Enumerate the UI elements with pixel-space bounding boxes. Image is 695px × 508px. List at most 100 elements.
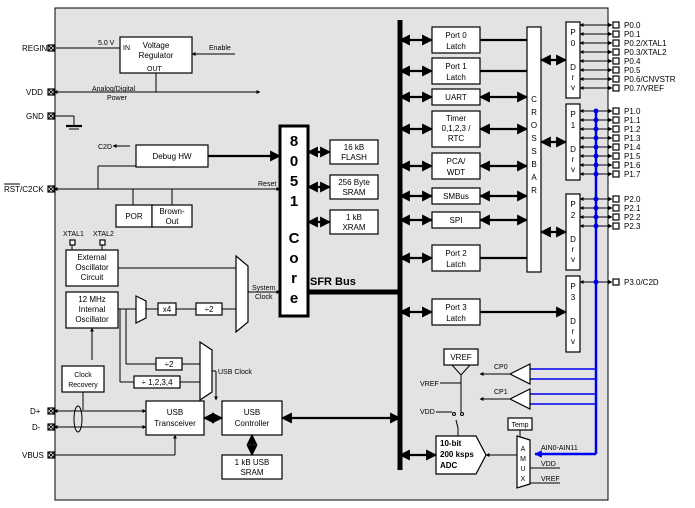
- svg-text:P2.0: P2.0: [624, 195, 641, 204]
- svg-text:Voltage: Voltage: [143, 41, 170, 50]
- svg-text:VDD: VDD: [420, 409, 435, 416]
- svg-text:POR: POR: [125, 212, 143, 221]
- pin-dplus-label: D+: [30, 407, 41, 416]
- svg-text:P: P: [570, 110, 575, 119]
- svg-text:0,1,2,3 /: 0,1,2,3 /: [442, 124, 472, 133]
- svg-text:SMBus: SMBus: [443, 192, 469, 201]
- svg-text:÷2: ÷2: [165, 360, 174, 369]
- svg-text:Enable: Enable: [209, 45, 231, 52]
- svg-text:Circuit: Circuit: [81, 273, 104, 282]
- svg-text:D: D: [570, 63, 576, 72]
- svg-text:x4: x4: [163, 305, 172, 314]
- svg-text:P1.0: P1.0: [624, 107, 641, 116]
- svg-text:Brown-: Brown-: [159, 207, 185, 216]
- svg-text:USB: USB: [244, 408, 260, 417]
- svg-text:External: External: [77, 253, 107, 262]
- left-pins: REGIN VDD GND RST/C2CK D+ D- VBUS XTAL1 …: [4, 44, 114, 460]
- svg-text:Power: Power: [107, 95, 128, 102]
- xtal2-label: XTAL2: [93, 231, 114, 238]
- svg-text:r: r: [291, 270, 297, 287]
- svg-text:5.0 V: 5.0 V: [98, 40, 115, 47]
- peripherals: Port 0 Latch Port 1 Latch UART Timer 0,1…: [398, 26, 568, 326]
- usb-blocks: USB Transceiver USB Controller 1 kB USB …: [53, 400, 402, 480]
- svg-text:P2.2: P2.2: [624, 213, 641, 222]
- svg-text:P0.0: P0.0: [624, 21, 641, 30]
- pin-gnd-label: GND: [26, 112, 44, 121]
- svg-text:S: S: [531, 134, 536, 143]
- svg-text:A: A: [531, 173, 537, 182]
- svg-text:r: r: [572, 245, 575, 254]
- pin-rst-label: RST/C2CK: [4, 185, 44, 194]
- svg-text:r: r: [572, 327, 575, 336]
- svg-text:P: P: [570, 28, 575, 37]
- svg-text:VREF: VREF: [541, 476, 560, 483]
- pin-dminus-label: D-: [32, 423, 41, 432]
- pin-vdd-label: VDD: [26, 88, 43, 97]
- svg-text:÷2: ÷2: [205, 305, 214, 314]
- svg-text:16 kB: 16 kB: [344, 143, 364, 152]
- svg-text:M: M: [520, 456, 526, 463]
- svg-text:XRAM: XRAM: [342, 223, 365, 232]
- svg-text:P0.7/VREF: P0.7/VREF: [624, 84, 664, 93]
- svg-text:R: R: [531, 108, 537, 117]
- svg-text:P0.4: P0.4: [624, 57, 641, 66]
- svg-text:Clock: Clock: [255, 294, 273, 301]
- svg-text:1 kB: 1 kB: [346, 213, 362, 222]
- svg-text:Out: Out: [166, 217, 180, 226]
- svg-text:Transceiver: Transceiver: [154, 419, 196, 428]
- crossbar: C R O S S B A R: [526, 26, 568, 273]
- svg-text:OUT: OUT: [147, 66, 163, 73]
- svg-text:0: 0: [290, 153, 298, 170]
- svg-text:8: 8: [290, 133, 298, 150]
- svg-text:VDD: VDD: [541, 461, 556, 468]
- svg-text:P1.7: P1.7: [624, 170, 641, 179]
- svg-text:3: 3: [571, 293, 576, 302]
- svg-text:P0.5: P0.5: [624, 66, 641, 75]
- svg-text:D: D: [570, 145, 576, 154]
- svg-text:SRAM: SRAM: [342, 188, 365, 197]
- svg-text:r: r: [572, 73, 575, 82]
- svg-text:CP1: CP1: [494, 389, 508, 396]
- oscillators: External Oscillator Circuit 12 MHz Inter…: [61, 245, 281, 410]
- pin-regin-label: REGIN: [22, 44, 48, 53]
- svg-text:P3.0/C2D: P3.0/C2D: [624, 278, 659, 287]
- svg-text:B: B: [531, 160, 536, 169]
- xtal1-label: XTAL1: [63, 231, 84, 238]
- svg-text:X: X: [521, 476, 526, 483]
- svg-text:Regulator: Regulator: [139, 51, 174, 60]
- svg-text:D: D: [570, 317, 576, 326]
- svg-text:P0.1: P0.1: [624, 30, 641, 39]
- svg-text:P1.1: P1.1: [624, 116, 641, 125]
- svg-text:P: P: [570, 200, 575, 209]
- pin-vbus-label: VBUS: [22, 451, 44, 460]
- por-brownout: POR Brown- Out: [115, 204, 193, 228]
- svg-text:12 MHz: 12 MHz: [78, 295, 106, 304]
- svg-text:o: o: [289, 250, 298, 267]
- svg-text:AIN0-AIN11: AIN0-AIN11: [541, 445, 578, 452]
- svg-text:System: System: [252, 285, 276, 292]
- svg-text:WDT: WDT: [447, 168, 465, 177]
- svg-text:1 kB USB: 1 kB USB: [235, 458, 270, 467]
- svg-text:Latch: Latch: [446, 73, 466, 82]
- svg-text:Port 3: Port 3: [445, 303, 467, 312]
- svg-text:1: 1: [571, 121, 576, 130]
- svg-text:10-bit: 10-bit: [440, 439, 462, 448]
- svg-text:5: 5: [290, 173, 298, 190]
- svg-text:Latch: Latch: [446, 42, 466, 51]
- analog-section: VREF VREF CP0 CP1 VDD 10-bit 200 ksps AD…: [398, 348, 578, 489]
- svg-text:Port 1: Port 1: [445, 62, 467, 71]
- svg-text:Reset: Reset: [258, 181, 276, 188]
- svg-text:Recovery: Recovery: [68, 382, 98, 389]
- svg-text:Port 0: Port 0: [445, 31, 467, 40]
- svg-text:RTC: RTC: [448, 134, 465, 143]
- svg-text:D: D: [570, 235, 576, 244]
- analog-bus: [530, 108, 599, 458]
- svg-text:Latch: Latch: [446, 314, 466, 323]
- right-pins: P0.0 P0.1 P0.2/XTAL1 P0.3/XTAL2 P0.4 P0.…: [579, 21, 676, 287]
- svg-text:SFR Bus: SFR Bus: [310, 276, 356, 288]
- svg-text:Debug HW: Debug HW: [152, 152, 192, 161]
- svg-text:C2D: C2D: [98, 144, 112, 151]
- svg-text:Port 2: Port 2: [445, 249, 467, 258]
- svg-text:P0.3/XTAL2: P0.3/XTAL2: [624, 48, 667, 57]
- svg-text:Timer: Timer: [446, 114, 466, 123]
